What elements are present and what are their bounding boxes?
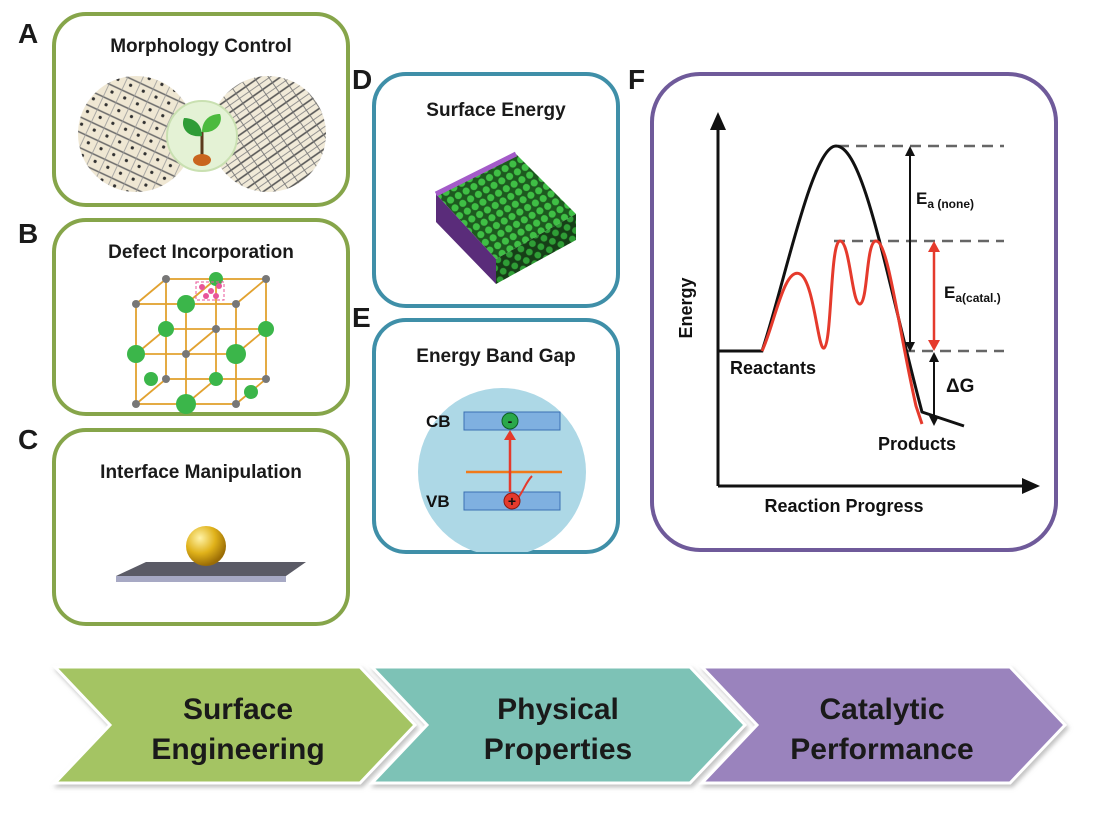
flow-step-1-line2: Engineering [151,733,324,766]
crystal-facet-illustration [434,151,576,284]
catalyzed-curve [760,239,924,425]
energy-profile-diagram: Energy Reaction Progress Ea (none) Ea(ca… [676,112,1040,516]
panel-defect-incorporation: Defect Incorporation [52,218,350,416]
flow-step-3-line1: Catalytic [819,693,944,726]
hole-icon [503,492,521,510]
reactants-label: Reactants [730,358,816,378]
lattice-atoms [127,272,274,414]
electron-symbol: - [508,413,513,429]
nanoparticle-micrograph-left [78,76,194,192]
panel-e-letter: E [352,302,371,333]
uncatalyzed-curve [718,144,965,428]
morphology-illustration [78,76,326,192]
ea-none-label: Ea (none) [916,189,974,211]
panel-e-title: Energy Band Gap [416,346,576,367]
vb-label: VB [426,492,450,511]
panel-d-letter: D [352,64,373,95]
top-facet [436,154,576,259]
flow-step-physical-properties: Physical Properties [368,665,748,785]
flow-step-2-line1: Physical [497,693,619,726]
panel-energy-band-gap: Energy Band Gap CB VB - + [372,318,620,554]
flow-arrows: Surface Engineering Physical Properties … [51,665,1068,785]
interface-illustration [116,526,306,582]
electron-icon [501,412,519,430]
panel-b-letter: B [18,218,39,249]
delta-g-label: ΔG [946,376,974,397]
vacancy-defect [195,281,225,301]
flow-step-3-line2: Performance [790,733,973,766]
products-label: Products [878,434,956,454]
ea-catal-label: Ea(catal.) [944,283,1001,305]
panel-d-title: Surface Energy [426,100,566,121]
side-facet [496,214,576,284]
panel-surface-energy: Surface Energy [372,72,620,308]
lattice-bonds [135,278,267,405]
panel-c-title: Interface Manipulation [100,462,302,483]
metal-nanoparticle [186,526,226,566]
panel-a-letter: A [18,18,39,49]
panel-b-title: Defect Incorporation [108,242,294,263]
band-gap-illustration: CB VB - + [418,388,586,552]
flow-step-catalytic-performance: Catalytic Performance [698,665,1068,785]
hole-symbol: + [508,493,516,509]
sprout-icon [182,114,221,166]
flow-step-surface-engineering: Surface Engineering [51,665,418,785]
panel-reaction-energy-diagram: Energy Reaction Progress Ea (none) Ea(ca… [650,72,1058,552]
flow-step-2-line2: Properties [484,733,632,766]
panel-f-letter: F [628,64,646,95]
panel-morphology-control: Morphology Control [52,12,350,207]
panel-a-title: Morphology Control [110,36,292,57]
x-axis-label: Reaction Progress [764,496,923,516]
flow-step-1-line1: Surface [183,693,293,726]
support-substrate [116,562,306,576]
nanoparticle-micrograph-right [210,76,326,192]
panel-c-letter: C [18,424,39,455]
crystal-lattice-illustration [127,272,274,414]
cb-label: CB [426,412,451,431]
y-axis-label: Energy [676,277,696,338]
panel-interface-manipulation: Interface Manipulation [52,428,350,626]
